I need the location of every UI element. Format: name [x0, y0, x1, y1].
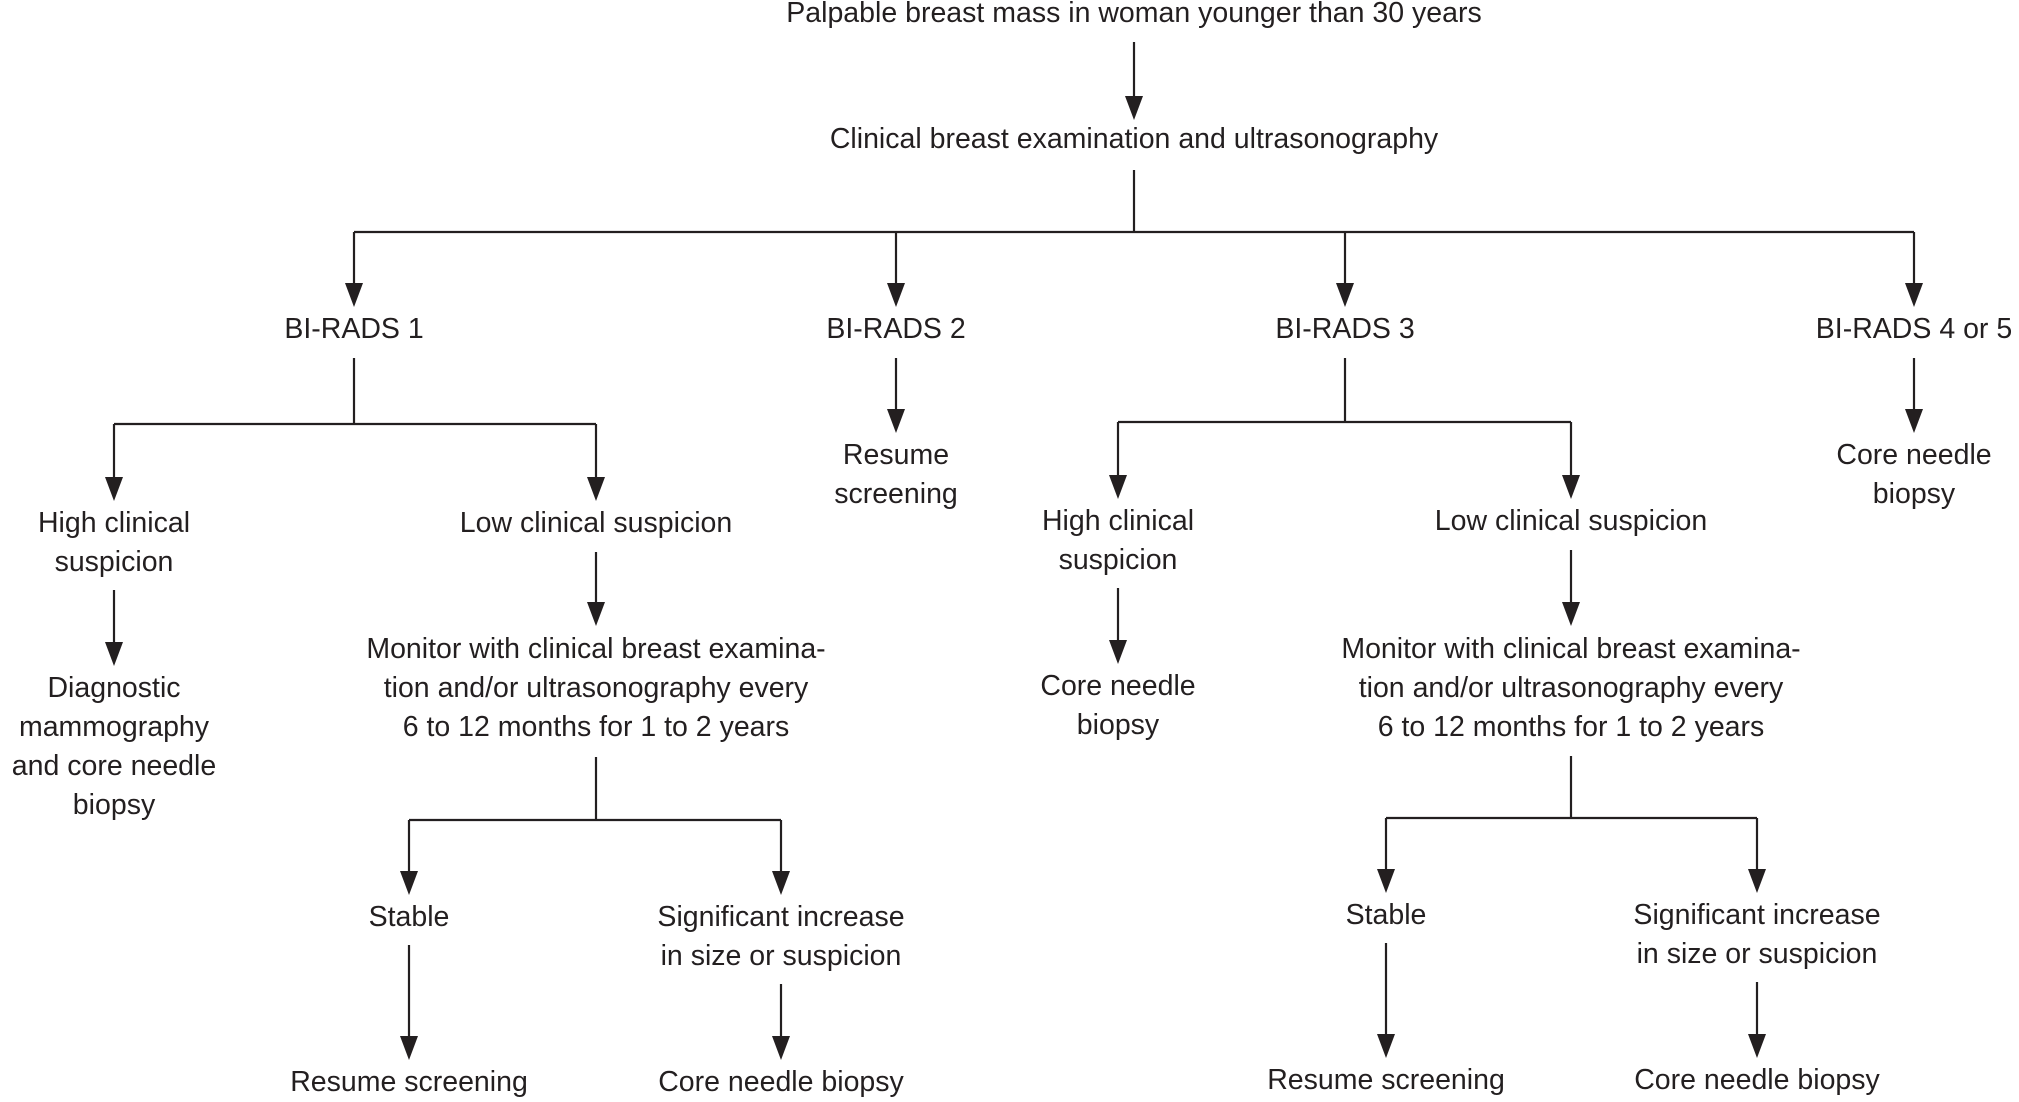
node-text-line: biopsy [1076, 709, 1160, 741]
arrowhead [400, 871, 418, 895]
node-text-line: Monitor with clinical breast examina- [1341, 633, 1801, 665]
birads3-monitor-node: Monitor with clinical breast examina-tio… [1341, 630, 1800, 747]
birads-3-node: BI-RADS 3 [1275, 310, 1414, 349]
node-text-line: Core needle biopsy [1634, 1064, 1880, 1096]
node-text-line: Core needle [1836, 439, 1992, 471]
arrowhead [1748, 1034, 1766, 1058]
arrowhead [1336, 283, 1354, 307]
arrowhead [105, 477, 123, 501]
node-text-line: BI-RADS 2 [826, 313, 966, 345]
node-text-line: Resume screening [1267, 1064, 1505, 1096]
node-text-line: screening [834, 478, 958, 510]
birads-2-node: BI-RADS 2 [826, 310, 965, 349]
node-text-line: High clinical [37, 507, 191, 539]
arrowhead [1905, 409, 1923, 433]
birads3-low-suspicion-node: Low clinical suspicion [1435, 502, 1707, 541]
birads3-high-suspicion-node: High clinical suspicion [1042, 502, 1194, 580]
node-text-line: Stable [368, 901, 450, 933]
birads1-monitor-node: Monitor with clinical breast examina-tio… [366, 630, 825, 747]
node-text-line: in size or suspicion [660, 940, 902, 972]
arrowhead [105, 642, 123, 666]
birads3-stable-node: Stable [1346, 896, 1427, 935]
arrowhead [1109, 640, 1127, 664]
arrowhead [887, 409, 905, 433]
arrowhead [587, 602, 605, 626]
node-text-line: BI-RADS 3 [1275, 313, 1415, 345]
birads3-core-biopsy-final-node: Core needle biopsy [1634, 1061, 1880, 1100]
birads1-high-action-node: Diagnostic mammography and core needle biop… [12, 669, 216, 825]
arrowhead [1562, 475, 1580, 499]
birads1-low-suspicion-node: Low clinical suspicion [460, 504, 732, 543]
node-text-line: Low clinical suspicion [1434, 505, 1708, 537]
node-text-line: Significant increase [1633, 899, 1881, 931]
arrowhead [1109, 475, 1127, 499]
node-text-line: Core needle biopsy [658, 1066, 904, 1098]
node-text-line: in size or suspicion [1636, 938, 1878, 970]
birads45-core-biopsy-node: Core needle biopsy [1836, 436, 1991, 514]
birads1-stable-node: Stable [369, 898, 450, 937]
exam-node: Clinical breast examination and ultrason… [830, 120, 1438, 159]
birads3-resume-screening-node: Resume screening [1267, 1061, 1505, 1100]
arrowhead [1125, 96, 1143, 120]
node-text-line: Diagnostic [47, 672, 181, 704]
arrowhead [1377, 869, 1395, 893]
arrowhead [1748, 869, 1766, 893]
arrowhead [1377, 1034, 1395, 1058]
node-text-line: suspicion [54, 546, 174, 578]
node-text-line: Clinical breast examination and ultrason… [829, 123, 1439, 155]
arrowhead [772, 1036, 790, 1060]
node-text-line: Low clinical suspicion [459, 507, 733, 539]
node-text-line: 6 to 12 months for 1 to 2 years [402, 711, 790, 743]
birads1-core-biopsy-node: Core needle biopsy [658, 1063, 904, 1102]
arrowhead [772, 871, 790, 895]
node-text-line: 6 to 12 months for 1 to 2 years [1377, 711, 1765, 743]
birads3-core-biopsy-node: Core needle biopsy [1040, 667, 1195, 745]
node-text-line: Resume [842, 439, 950, 471]
node-text-line: BI-RADS 4 or 5 [1815, 313, 2013, 345]
node-text-line: Stable [1345, 899, 1427, 931]
node-text-line: BI-RADS 1 [284, 313, 424, 345]
birads1-resume-screening-node: Resume screening [290, 1063, 528, 1102]
root-node: Palpable breast mass in woman younger th… [786, 0, 1481, 33]
node-text-line: tion and/or ultrasonography every [1358, 672, 1784, 704]
arrowhead [345, 283, 363, 307]
birads3-increase-node: Significant increase in size or suspicion [1633, 896, 1880, 974]
node-text-line: suspicion [1058, 544, 1178, 576]
node-text-line: biopsy [72, 789, 156, 821]
node-text-line: Resume screening [290, 1066, 528, 1098]
birads-1-node: BI-RADS 1 [284, 310, 423, 349]
node-text-line: Significant increase [657, 901, 905, 933]
birads1-high-suspicion-node: High clinical suspicion [38, 504, 190, 582]
node-text-line: tion and/or ultrasonography every [383, 672, 809, 704]
arrowhead [887, 283, 905, 307]
node-text-line: mammography [18, 711, 210, 743]
birads1-increase-node: Significant increase in size or suspicion [657, 898, 904, 976]
node-text-line: biopsy [1872, 478, 1956, 510]
birads2-resume-screening-node: Resume screening [834, 436, 958, 514]
arrowhead [400, 1036, 418, 1060]
node-text-line: Palpable breast mass in woman younger th… [786, 0, 1482, 29]
arrowhead [1562, 602, 1580, 626]
birads-4-5-node: BI-RADS 4 or 5 [1816, 310, 2012, 349]
node-text-line: Monitor with clinical breast examina- [366, 633, 826, 665]
node-text-line: and core needle [11, 750, 217, 782]
node-text-line: Core needle [1040, 670, 1196, 702]
node-text-line: High clinical [1041, 505, 1195, 537]
arrowhead [1905, 283, 1923, 307]
arrowhead [587, 477, 605, 501]
